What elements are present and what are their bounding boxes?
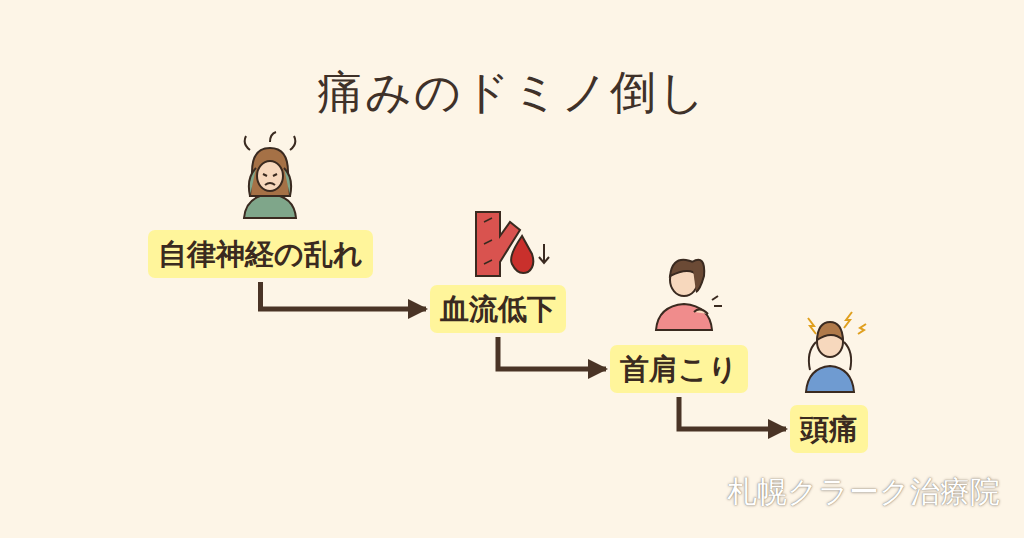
flow-arrow (498, 337, 606, 369)
highlight-box: 自律神経の乱れ (148, 230, 373, 278)
highlight-box: 頭痛 (790, 405, 868, 453)
stressed-person (244, 132, 296, 218)
node-text: 頭痛 (800, 412, 858, 446)
headache-person (806, 312, 866, 392)
node-text: 自律神経の乱れ (158, 237, 363, 271)
node-text: 首肩こり (620, 352, 738, 386)
neck-pain-person (656, 260, 722, 330)
highlight-box: 血流低下 (430, 285, 566, 333)
watermark: 札幌クラーク治療院 (727, 472, 1000, 513)
node-text: 血流低下 (440, 292, 556, 326)
highlight-box: 首肩こり (610, 345, 748, 393)
blood-vessel (476, 212, 549, 276)
flow-arrow (261, 282, 427, 309)
diagram-title: 痛みのドミノ倒し (0, 62, 1024, 124)
flow-arrow (679, 397, 786, 429)
